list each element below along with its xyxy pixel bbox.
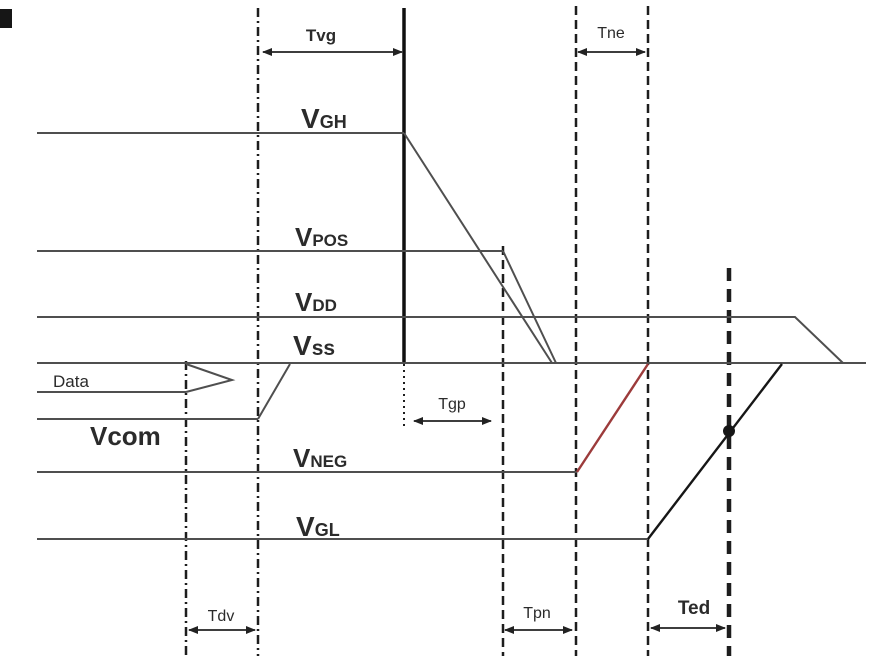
vgl-crossing-dot bbox=[723, 425, 735, 437]
vgh-label-sub: GH bbox=[320, 112, 347, 132]
scan-artifact-square bbox=[0, 9, 12, 28]
vdd-label-sub: DD bbox=[312, 296, 337, 315]
vss-label-base: V bbox=[293, 330, 312, 361]
vpos-label-sub: POS bbox=[312, 231, 348, 250]
vgl-label-base: V bbox=[296, 511, 315, 542]
tdv-label: Tdv bbox=[208, 608, 235, 625]
vgl-label-sub: GL bbox=[315, 520, 340, 540]
tgp-label: Tgp bbox=[438, 396, 466, 413]
tne-label: Tne bbox=[597, 25, 625, 42]
vgl-label: VGL bbox=[296, 511, 340, 542]
vgl-rising-edge bbox=[647, 363, 783, 540]
vdd-label-base: V bbox=[295, 287, 313, 317]
guide-lines bbox=[184, 6, 732, 656]
vpos-label: VPOS bbox=[295, 222, 348, 252]
timing-arrows bbox=[188, 48, 726, 634]
ted-label: Ted bbox=[678, 598, 710, 619]
vneg-label: VNEG bbox=[293, 443, 347, 473]
waveforms bbox=[37, 132, 866, 540]
vpos-falling-edge bbox=[502, 250, 557, 364]
vdd-label: VDD bbox=[295, 287, 337, 317]
vss-label: Vss bbox=[293, 330, 335, 361]
tvg-label: Tvg bbox=[306, 26, 336, 45]
vcom-rising-edge bbox=[257, 363, 291, 420]
data-label: Data bbox=[53, 372, 89, 391]
vss-label-sub: ss bbox=[312, 337, 335, 360]
vcom-label: Vcom bbox=[90, 421, 161, 451]
vneg-label-sub: NEG bbox=[310, 452, 347, 471]
vgh-label: VGH bbox=[301, 103, 347, 134]
vpos-label-base: V bbox=[295, 222, 313, 252]
tpn-label: Tpn bbox=[523, 605, 551, 622]
vneg-rising-edge-red bbox=[575, 363, 650, 473]
data-transition-chevron bbox=[185, 363, 236, 393]
vdd-level-line bbox=[37, 316, 844, 364]
vneg-label-base: V bbox=[293, 443, 311, 473]
vgh-falling-edge bbox=[403, 132, 553, 364]
vgh-label-base: V bbox=[301, 103, 320, 134]
